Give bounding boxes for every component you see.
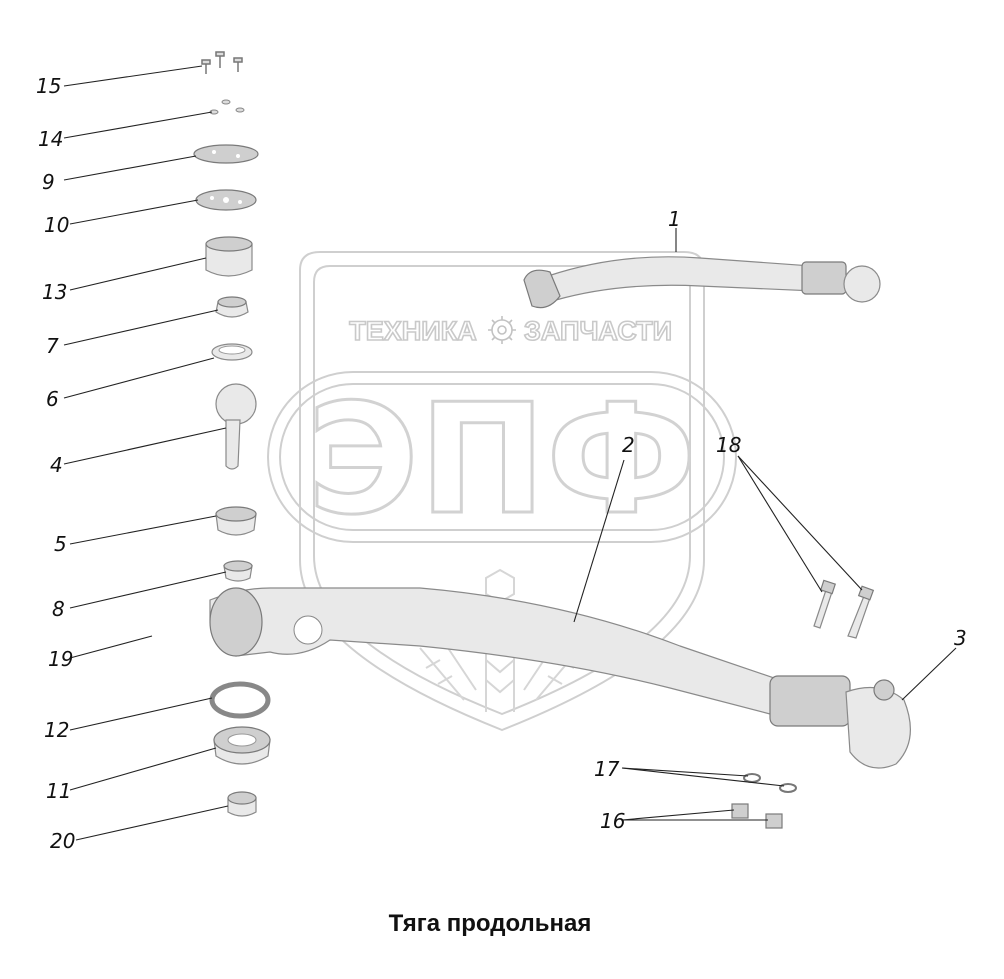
part-15-bolts [201, 51, 243, 74]
part-10-gasket [195, 189, 257, 211]
part-20-nut [227, 791, 257, 817]
callout-3: 3 [954, 626, 967, 650]
part-7-spring [215, 296, 249, 318]
callout-17: 17 [594, 757, 620, 781]
watermark-text-left: ТЕХНИКА [349, 316, 476, 346]
callout-7: 7 [46, 334, 59, 358]
part-9-plate [193, 144, 259, 164]
callout-19: 19 [48, 647, 73, 671]
part-14-washers [209, 99, 245, 115]
callout-16: 16 [600, 809, 625, 833]
part-5-liner [215, 506, 257, 536]
callout-12: 12 [44, 718, 69, 742]
callout-8: 8 [52, 597, 65, 621]
watermark-text-right: ЗАПЧАСТИ [524, 316, 672, 346]
callout-20: 20 [50, 829, 75, 853]
leader-lines [63, 65, 957, 841]
callout-2: 2 [622, 433, 635, 457]
part-4-ball-pin [215, 383, 257, 470]
watermark-logo-text: ЭПФ [307, 371, 697, 548]
gear-icon [488, 316, 516, 344]
callout-5: 5 [54, 532, 67, 556]
callout-18: 18 [716, 433, 741, 457]
callout-labels: 15 14 9 10 13 7 6 4 5 8 19 12 11 20 1 2 … [36, 74, 967, 853]
part-18-bolts [813, 579, 875, 639]
callout-15: 15 [36, 74, 61, 98]
diagram-title: Тяга продольная [388, 910, 592, 937]
callout-1: 1 [668, 207, 681, 231]
callout-6: 6 [46, 387, 59, 411]
part-12-retaining-ring [209, 681, 271, 719]
callout-10: 10 [44, 213, 69, 237]
callout-13: 13 [42, 280, 67, 304]
part-1-tie-rod-assembly [523, 256, 881, 309]
callout-11: 11 [46, 779, 71, 803]
part-8-insert [223, 560, 253, 582]
part-3-ball-joint [769, 675, 911, 769]
part-2-tie-rod [209, 587, 781, 715]
part-6-ring [211, 343, 253, 361]
part-11-seal [213, 726, 271, 765]
part-13-cap [205, 236, 253, 277]
callout-4: 4 [50, 453, 63, 477]
part-17-washers [743, 773, 797, 793]
part-16-nuts [731, 803, 783, 829]
callout-14: 14 [38, 127, 63, 151]
callout-9: 9 [42, 170, 55, 194]
